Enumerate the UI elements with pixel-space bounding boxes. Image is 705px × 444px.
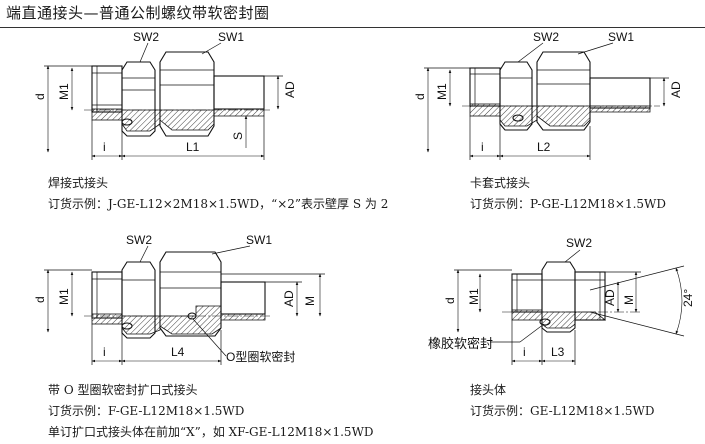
- seal-label: O型圈软密封: [226, 349, 295, 364]
- sw2-label: SW2: [126, 233, 152, 247]
- section-hatch: [511, 309, 607, 329]
- caption-bite-type: 卡套式接头: [470, 176, 531, 190]
- view-connector-body: SW2 d M1 AD M 24° 橡胶软密封 i L3: [428, 236, 695, 365]
- s-label: S: [231, 132, 245, 140]
- title-divider: [0, 27, 705, 28]
- m-label: M: [303, 296, 317, 306]
- l-label: L4: [171, 345, 185, 359]
- ad-label: AD: [283, 81, 297, 98]
- note-flared-oring: 单订扩口式接头体在前加“X”，如 XF-GE-L12M18×1.5WD: [48, 425, 374, 439]
- m1-label: M1: [57, 288, 71, 305]
- l-label: L1: [186, 140, 200, 154]
- d-label: d: [413, 93, 427, 100]
- view-welded-fitting: SW2 SW1 d M1 AD S i L1: [33, 30, 297, 160]
- l-label: L3: [551, 345, 565, 359]
- page-title: 端直通接头—普通公制螺纹带软密封圈: [6, 4, 270, 22]
- d-label: d: [33, 296, 47, 303]
- section-hatch: [91, 305, 266, 335]
- m1-label: M1: [467, 288, 481, 305]
- angle-label: 24°: [681, 289, 695, 307]
- section-hatch: [469, 103, 651, 127]
- i-label: i: [103, 140, 106, 154]
- m-label: M: [622, 295, 636, 305]
- l-label: L2: [537, 140, 551, 154]
- caption-flared-oring: 带 O 型圈软密封扩口式接头: [48, 383, 198, 397]
- view-flared-oring-fitting: SW2 SW1 d M1 AD M O型圈软密封 i L4: [33, 233, 325, 365]
- ad-label: AD: [282, 290, 296, 307]
- order-example-connector-body: 订货示例：GE-L12M18×1.5WD: [470, 404, 655, 418]
- m1-label: M1: [435, 83, 449, 100]
- m1-label: M1: [57, 83, 71, 100]
- i-label: i: [481, 140, 484, 154]
- order-example-flared-oring: 订货示例：F-GE-L12M18×1.5WD: [48, 404, 245, 418]
- d-label: d: [33, 93, 47, 100]
- sw2-label: SW2: [533, 30, 559, 44]
- caption-welded: 焊接式接头: [48, 176, 109, 190]
- i-label: i: [523, 345, 526, 359]
- sw1-label: SW1: [608, 30, 634, 44]
- sw1-label: SW1: [246, 233, 272, 247]
- view-bite-type-fitting: SW2 SW1 d M1 AD i L2: [413, 30, 683, 160]
- order-example-welded: 订货示例：J-GE-L12×2M18×1.5WD，“×2”表示壁厚 S 为 2: [48, 197, 389, 211]
- section-hatch: [91, 108, 265, 132]
- sw2-label: SW2: [566, 236, 592, 250]
- ad-label: AD: [669, 81, 683, 98]
- ad-label: AD: [603, 289, 617, 306]
- caption-connector-body: 接头体: [470, 383, 507, 397]
- order-example-bite-type: 订货示例：P-GE-L12M18×1.5WD: [470, 197, 666, 211]
- sw2-label: SW2: [133, 30, 159, 44]
- d-label: d: [443, 297, 457, 304]
- i-label: i: [103, 345, 106, 359]
- sw1-label: SW1: [218, 30, 244, 44]
- seal-label: 橡胶软密封: [428, 336, 493, 351]
